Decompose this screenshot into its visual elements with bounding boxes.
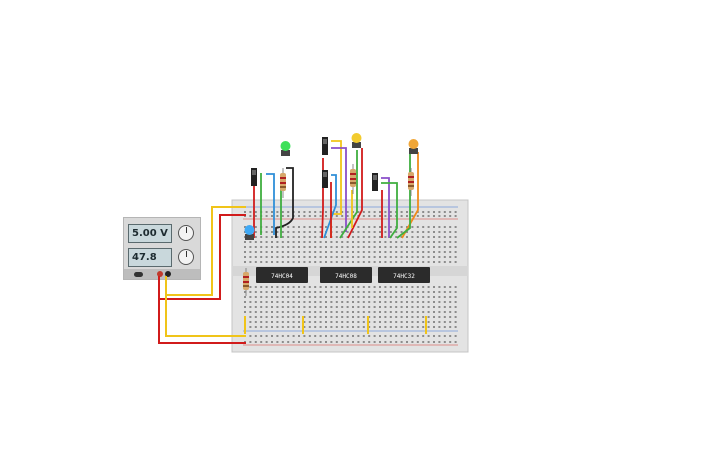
slide-switch-icon [322, 137, 328, 155]
signal-wires [253, 140, 419, 239]
slide-switch-icon [322, 170, 328, 188]
led-icon [351, 133, 362, 148]
yellow-wire [165, 282, 246, 337]
ground-jumpers [244, 316, 427, 334]
current-display: 47.8 mA [128, 248, 172, 280]
chip-74hc04: 74HC04 [256, 267, 308, 283]
breadboard-holes [244, 211, 457, 343]
voltage-display: 5.00 V [128, 224, 172, 243]
power-supply[interactable]: 5.00 V 47.8 mA [123, 217, 201, 280]
chip-label: 74HC08 [335, 273, 357, 280]
negative-terminal-icon[interactable] [165, 271, 171, 277]
power-switch-icon[interactable] [134, 272, 143, 277]
slide-switch-icon [372, 173, 378, 191]
power-supply-base [124, 269, 200, 279]
resistor-icon [280, 168, 286, 198]
chip-label: 74HC04 [271, 273, 293, 280]
breadboard [231, 199, 469, 353]
voltage-knob-icon[interactable] [178, 225, 194, 241]
resistor-icon [408, 168, 414, 196]
chip-74hc32: 74HC32 [378, 267, 430, 283]
led-icon [280, 141, 291, 156]
current-knob-icon[interactable] [178, 249, 194, 265]
resistor-icon [243, 268, 249, 296]
positive-terminal-icon[interactable] [157, 271, 163, 277]
slide-switch-icon [251, 168, 257, 186]
chip-label: 74HC32 [393, 273, 415, 280]
led-icon [408, 139, 419, 154]
led-icon [244, 225, 255, 240]
resistor-icon [350, 164, 356, 194]
chip-74hc08: 74HC08 [320, 267, 372, 283]
red-wire [158, 282, 246, 344]
